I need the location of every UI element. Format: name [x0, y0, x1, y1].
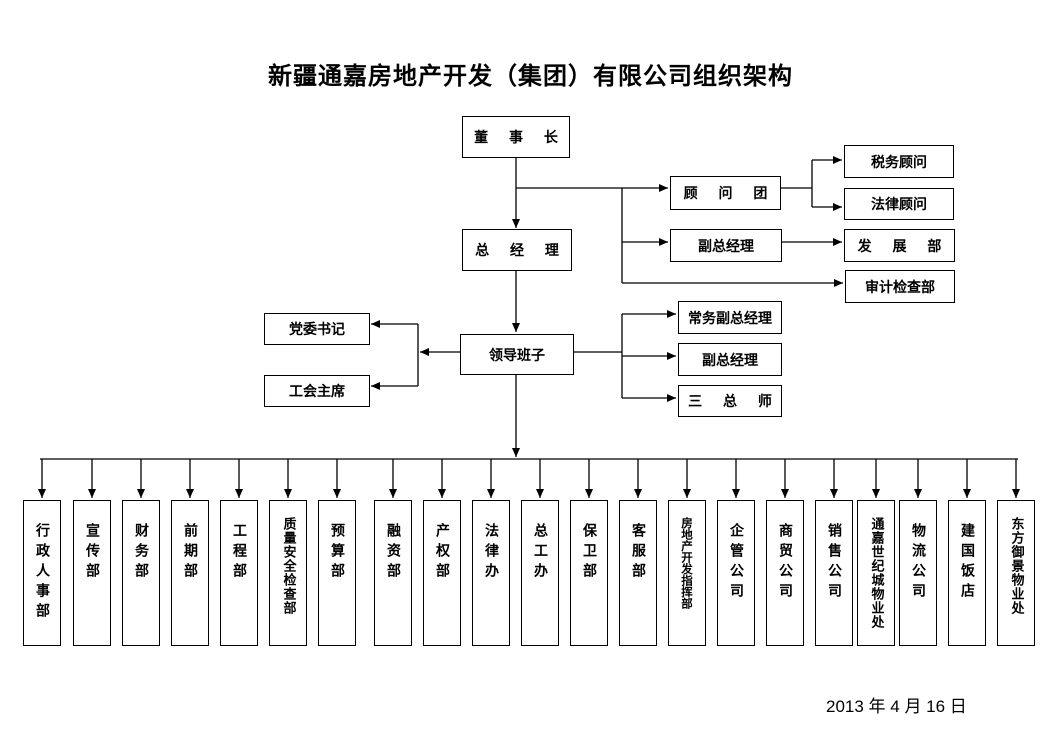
department-box: 宣传部: [73, 500, 111, 646]
leadership-box: 领导班子: [460, 334, 574, 375]
department-label: 企管公司: [728, 523, 744, 603]
department-box: 总工办: [521, 500, 559, 646]
chart-title: 新疆通嘉房地产开发（集团）有限公司组织架构: [268, 62, 793, 90]
department-label: 法律办: [483, 523, 499, 583]
tax-advisor-box: 税务顾问: [844, 145, 954, 178]
department-label: 保卫部: [581, 523, 597, 583]
three-chiefs-box: 三 总 师: [678, 385, 782, 417]
department-box: 销售公司: [815, 500, 853, 646]
department-label: 房地产开发指挥部: [680, 517, 694, 609]
union-chair-box: 工会主席: [264, 375, 370, 407]
vp-box: 副总经理: [678, 343, 782, 376]
chart-date: 2013 年 4 月 16 日: [826, 697, 967, 716]
department-box: 质量安全检查部: [269, 500, 307, 646]
department-label: 建国饭店: [959, 523, 975, 603]
exec-vp-box: 常务副总经理: [678, 301, 782, 334]
department-box: 预算部: [318, 500, 356, 646]
department-box: 行政人事部: [23, 500, 61, 646]
department-label: 行政人事部: [34, 523, 50, 623]
department-box: 工程部: [220, 500, 258, 646]
department-box: 东方御景物业处: [997, 500, 1035, 646]
department-box: 前期部: [171, 500, 209, 646]
legal-advisor-box: 法律顾问: [844, 188, 954, 220]
department-label: 通嘉世纪城物业处: [868, 517, 884, 629]
audit-box: 审计检查部: [845, 270, 955, 303]
department-label: 预算部: [329, 523, 345, 583]
department-label: 销售公司: [826, 523, 842, 603]
department-label: 前期部: [182, 523, 198, 583]
department-box: 商贸公司: [766, 500, 804, 646]
department-box: 房地产开发指挥部: [668, 500, 706, 646]
department-label: 宣传部: [84, 523, 100, 583]
department-label: 工程部: [231, 523, 247, 583]
department-box: 建国饭店: [948, 500, 986, 646]
department-label: 东方御景物业处: [1008, 517, 1024, 615]
department-box: 保卫部: [570, 500, 608, 646]
department-box: 物流公司: [899, 500, 937, 646]
department-label: 财务部: [133, 523, 149, 583]
party-secretary-box: 党委书记: [264, 313, 370, 345]
department-label: 客服部: [630, 523, 646, 583]
department-label: 质量安全检查部: [280, 517, 296, 615]
department-box: 客服部: [619, 500, 657, 646]
department-box: 产权部: [423, 500, 461, 646]
gm-box: 总 经 理: [462, 229, 572, 271]
department-box: 融资部: [374, 500, 412, 646]
department-box: 法律办: [472, 500, 510, 646]
department-box: 财务部: [122, 500, 160, 646]
vp-top-box: 副总经理: [670, 229, 782, 262]
development-box: 发 展 部: [844, 229, 955, 262]
department-box: 通嘉世纪城物业处: [857, 500, 895, 646]
department-label: 物流公司: [910, 523, 926, 603]
chairman-box: 董 事 长: [462, 116, 570, 158]
advisors-box: 顾 问 团: [670, 176, 781, 210]
department-box: 企管公司: [717, 500, 755, 646]
department-label: 融资部: [385, 523, 401, 583]
department-label: 商贸公司: [777, 523, 793, 603]
department-label: 产权部: [434, 523, 450, 583]
department-label: 总工办: [532, 523, 548, 583]
